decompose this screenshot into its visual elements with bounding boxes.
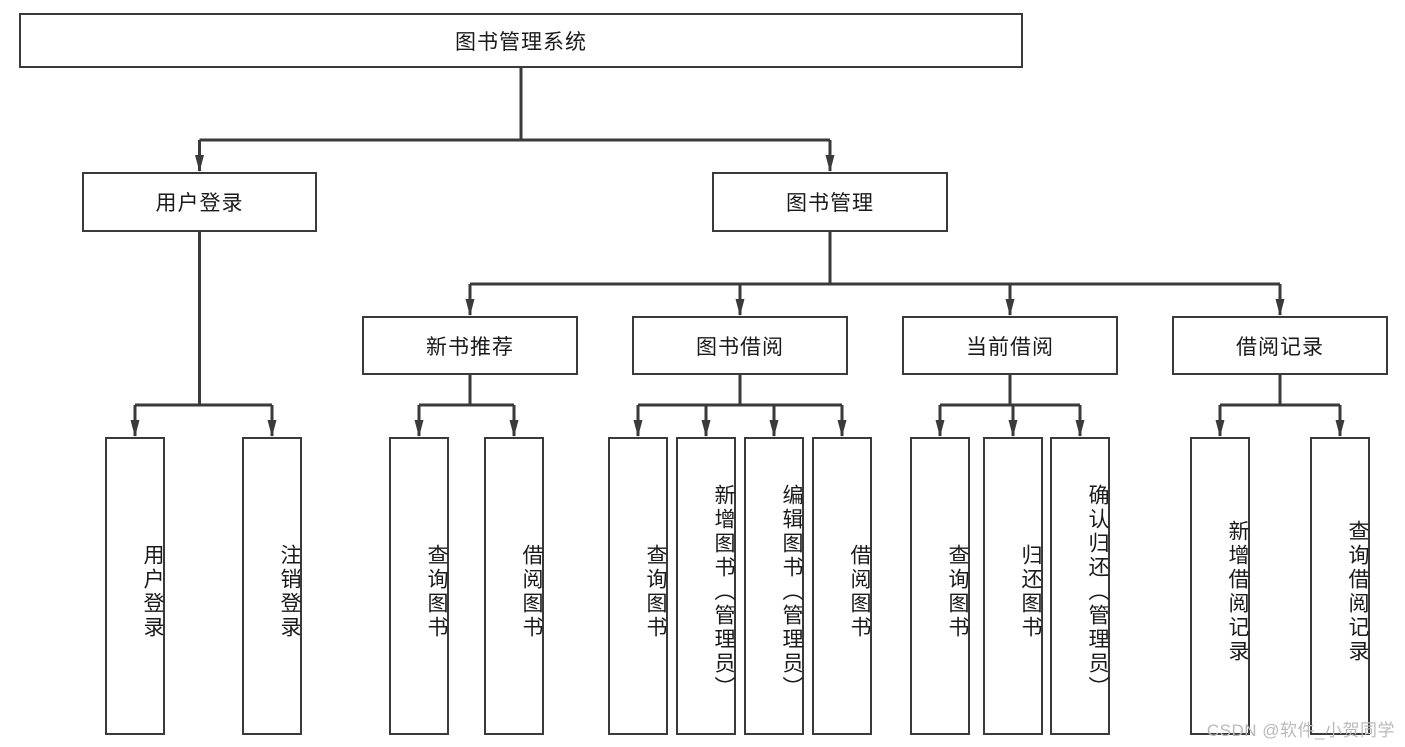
node-leaf-add-book-admin[interactable]: 新增图书（管理员） bbox=[676, 437, 736, 735]
node-label: 图书管理系统 bbox=[455, 30, 587, 54]
node-label: 借阅记录 bbox=[1236, 335, 1324, 359]
node-leaf-user-login[interactable]: 用户登录 bbox=[105, 437, 165, 735]
node-label: 新书推荐 bbox=[426, 335, 514, 359]
node-label: 查询借阅记录 bbox=[1346, 520, 1369, 664]
node-new-book-recommend[interactable]: 新书推荐 bbox=[362, 316, 578, 375]
node-label: 用户登录 bbox=[155, 192, 244, 215]
node-leaf-query-borrow-record[interactable]: 查询借阅记录 bbox=[1310, 437, 1370, 735]
node-leaf-return-book[interactable]: 归还图书 bbox=[983, 437, 1043, 735]
node-leaf-borrow-book[interactable]: 借阅图书 bbox=[812, 437, 872, 735]
node-label: 查询图书 bbox=[425, 544, 448, 640]
node-label: 图书管理 bbox=[786, 192, 874, 215]
node-label: 归还图书 bbox=[1019, 544, 1042, 640]
node-label: 注销登录 bbox=[278, 544, 301, 640]
node-borrow-records[interactable]: 借阅记录 bbox=[1172, 316, 1388, 375]
csdn-watermark: CSDN @软件_小贺同学 bbox=[1206, 721, 1395, 740]
node-book-management-group[interactable]: 图书管理 bbox=[712, 172, 948, 232]
node-leaf-query-books-borrow[interactable]: 查询图书 bbox=[608, 437, 668, 735]
node-book-borrow[interactable]: 图书借阅 bbox=[632, 316, 848, 375]
node-label: 图书借阅 bbox=[696, 335, 784, 359]
node-leaf-confirm-return-admin[interactable]: 确认归还（管理员） bbox=[1050, 437, 1110, 735]
node-leaf-query-books-recommend[interactable]: 查询图书 bbox=[389, 437, 449, 735]
node-label: 借阅图书 bbox=[520, 544, 543, 640]
node-label: 当前借阅 bbox=[966, 335, 1054, 359]
node-label: 查询图书 bbox=[946, 544, 969, 640]
node-label: 新增图书（管理员） bbox=[712, 484, 735, 700]
node-user-login-group[interactable]: 用户登录 bbox=[82, 172, 317, 232]
node-leaf-query-books-current[interactable]: 查询图书 bbox=[910, 437, 970, 735]
node-leaf-logout[interactable]: 注销登录 bbox=[242, 437, 302, 735]
node-label: 新增借阅记录 bbox=[1226, 520, 1249, 664]
node-leaf-borrow-books-recommend[interactable]: 借阅图书 bbox=[484, 437, 544, 735]
node-label: 查询图书 bbox=[644, 544, 667, 640]
node-leaf-add-borrow-record[interactable]: 新增借阅记录 bbox=[1190, 437, 1250, 735]
node-label: 借阅图书 bbox=[848, 544, 871, 640]
node-label: 编辑图书（管理员） bbox=[780, 484, 803, 700]
node-book-management-system[interactable]: 图书管理系统 bbox=[19, 13, 1023, 68]
node-label: 确认归还（管理员） bbox=[1086, 484, 1109, 700]
node-current-borrow[interactable]: 当前借阅 bbox=[902, 316, 1118, 375]
node-label: 用户登录 bbox=[141, 544, 164, 640]
node-leaf-edit-book-admin[interactable]: 编辑图书（管理员） bbox=[744, 437, 804, 735]
